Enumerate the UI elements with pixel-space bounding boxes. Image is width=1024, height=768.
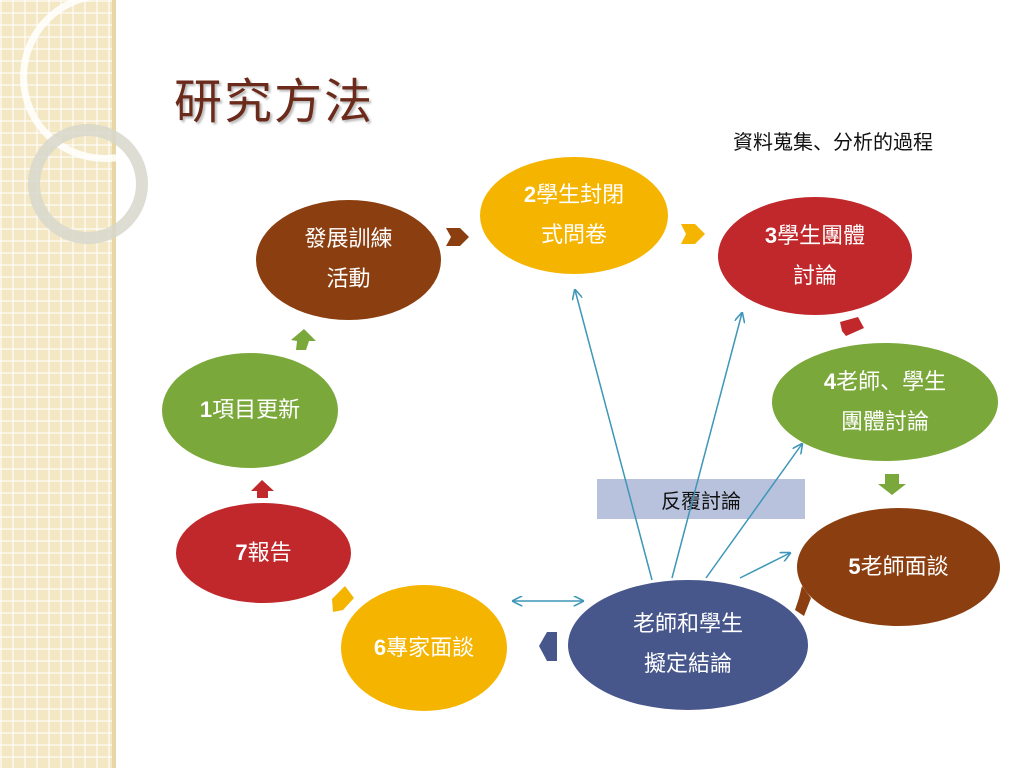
chevron-arrow-icon xyxy=(539,632,557,661)
node-line: 式問卷 xyxy=(540,223,607,248)
chevron-arrow-icon xyxy=(681,224,705,244)
node-number: 6 xyxy=(373,634,387,660)
node-4-teacher-student-group-discussion: 4老師、學生團體討論 xyxy=(772,343,998,461)
node-line: 老師面談 xyxy=(860,554,949,580)
node-6-expert-interview: 6專家面談 xyxy=(341,585,507,711)
connector-to-node-3 xyxy=(671,313,742,579)
node-line: 老師和學生 xyxy=(632,612,743,637)
chevron-arrow-icon xyxy=(840,317,864,336)
node-teacher-student-conclusion: 老師和學生擬定結論 xyxy=(568,580,808,710)
node-line: 活動 xyxy=(326,267,371,292)
chevron-arrow-icon xyxy=(251,480,274,498)
node-line: 發展訓練 xyxy=(304,227,393,252)
node-2-closed-questionnaire: 2學生封閉式問卷 xyxy=(480,157,668,274)
chevron-arrow-icon xyxy=(878,474,906,495)
node-line: 老師、學生 xyxy=(836,369,947,395)
connector-to-node-2 xyxy=(575,290,653,581)
node-number: 4 xyxy=(823,368,837,394)
node-number: 1 xyxy=(199,397,213,422)
node-line: 專家面談 xyxy=(386,635,475,661)
node-line: 學生團體 xyxy=(777,223,866,249)
chevron-arrow-icon xyxy=(446,228,469,246)
connector-to-node-4 xyxy=(705,444,802,579)
slide-title: 研究方法 xyxy=(174,74,375,130)
node-5-teacher-interview: 5老師面談 xyxy=(797,508,1000,626)
node-number: 5 xyxy=(848,553,861,579)
repeated-discussion-label: 反覆討論 xyxy=(597,479,805,519)
node-1-item-update: 1項目更新 xyxy=(162,353,338,468)
node-line: 討論 xyxy=(792,263,837,289)
node-number: 7 xyxy=(235,539,248,565)
node-line: 學生封閉 xyxy=(536,183,625,208)
node-3-student-group-discussion: 3學生團體討論 xyxy=(718,197,912,315)
node-number: 3 xyxy=(764,222,778,248)
chevron-arrow-icon xyxy=(291,329,316,350)
node-7-report: 7報告 xyxy=(176,503,351,603)
slide-subtitle: 資料蒐集、分析的過程 xyxy=(733,130,933,154)
node-line: 報告 xyxy=(247,540,292,566)
chevron-arrow-icon xyxy=(795,586,811,616)
sidebar-border xyxy=(112,0,116,768)
node-number: 2 xyxy=(523,182,537,207)
chevron-arrow-icon xyxy=(332,586,354,612)
node-develop-training: 發展訓練活動 xyxy=(256,200,441,320)
node-line: 項目更新 xyxy=(212,398,301,423)
connector-to-node-5 xyxy=(739,553,790,579)
node-line: 擬定結論 xyxy=(643,652,732,677)
node-line: 團體討論 xyxy=(840,409,929,435)
